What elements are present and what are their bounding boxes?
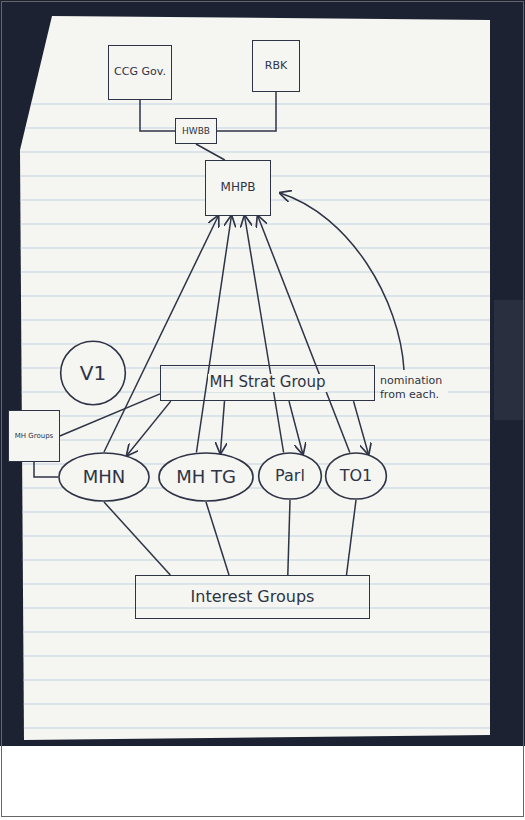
connector-arrow: [258, 216, 350, 453]
ellipse-outline: [59, 453, 149, 501]
text-group: MH Groups: [14, 432, 55, 440]
node-text: V1: [79, 362, 107, 385]
node-text: TO1: [339, 467, 374, 485]
member-circle: MH TG: [158, 452, 254, 502]
org-box: RBK: [252, 40, 300, 92]
connector-line: [288, 500, 290, 575]
dark-background: [0, 0, 525, 746]
ellipse-outline: [326, 453, 387, 499]
text-group: MHN: [82, 467, 127, 488]
text-group: V1: [79, 362, 107, 385]
ellipse-outline: [159, 453, 253, 501]
group-band: MH Strat Group: [160, 365, 375, 401]
text-group: RBK: [264, 60, 288, 73]
connector-arrow: [196, 216, 231, 453]
connector-line: [34, 462, 58, 477]
connector-line: [347, 500, 357, 575]
text-group: MH TG: [175, 467, 237, 488]
leader-arrow: [280, 193, 404, 370]
member-circle: MHN: [58, 452, 150, 502]
ruled-lines: [20, 104, 490, 728]
connector-arrow: [245, 216, 284, 453]
group-box: MH Groups: [8, 410, 60, 462]
member-circle: Parl: [258, 452, 322, 500]
note-circle: V1: [60, 340, 126, 406]
board-box: MHPB: [205, 160, 271, 216]
connector-line: [217, 92, 276, 131]
node-text: MH Groups: [14, 432, 55, 440]
connector-line: [140, 100, 175, 131]
node-text: Parl: [274, 467, 306, 485]
ellipse-outline: [259, 453, 322, 499]
connector-line: [206, 502, 229, 575]
node-text: MHPB: [220, 181, 257, 195]
node-text: HWBB: [181, 126, 211, 136]
connector-arrow: [354, 401, 369, 454]
text-group: CCG Gov.: [113, 66, 167, 79]
text-group: HWBB: [181, 126, 211, 136]
text-group: MHPB: [220, 181, 257, 195]
text-group: MH Strat Group: [208, 374, 326, 391]
note-text: nomination from each.: [380, 374, 448, 403]
connector-arrow: [127, 401, 171, 455]
member-circle: TO1: [325, 452, 387, 500]
text-group: TO1: [339, 467, 374, 485]
group-band: Interest Groups: [135, 575, 370, 619]
ellipse-outline: [61, 341, 126, 404]
connector-arrow: [289, 401, 303, 454]
connector-line: [196, 144, 225, 160]
node-text: Interest Groups: [190, 588, 316, 606]
connector-line: [104, 502, 170, 575]
org-box: CCG Gov.: [108, 45, 173, 100]
node-text: MH Strat Group: [208, 374, 326, 391]
text-group: Interest Groups: [190, 588, 316, 606]
board-box: HWBB: [175, 118, 217, 144]
text-group: Parl: [274, 467, 306, 485]
node-text: CCG Gov.: [113, 66, 167, 79]
dark-background: [494, 300, 525, 420]
node-text: RBK: [264, 60, 288, 73]
node-text: MH TG: [175, 467, 237, 488]
node-text: MHN: [82, 467, 127, 488]
connector-arrow: [220, 401, 224, 453]
lined-paper: [20, 16, 490, 740]
